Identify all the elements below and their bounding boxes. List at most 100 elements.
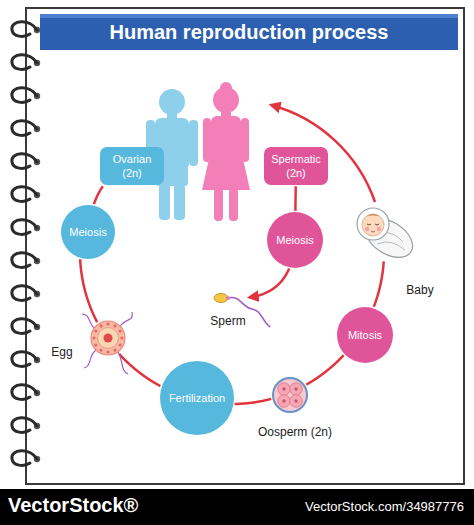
cycle-connector (374, 261, 384, 306)
baby-eye (375, 224, 379, 225)
ring-wire (12, 352, 37, 367)
ring-wire (12, 451, 37, 466)
sperm-illustration (212, 287, 248, 309)
spiral-ring (12, 418, 40, 433)
egg-dot (113, 324, 116, 327)
egg-dot (119, 329, 122, 332)
spiral-ring (12, 286, 40, 301)
circle-fill (61, 205, 115, 259)
egg-cytoplasm (98, 328, 119, 349)
spiral-ring (12, 55, 40, 70)
zygote-cell (278, 383, 290, 395)
ring-wire (12, 22, 37, 37)
meiosis-circle: Meiosis (267, 212, 323, 268)
egg-filament (82, 314, 94, 328)
spiral-ring (12, 22, 40, 37)
cell-nucleus (282, 399, 286, 403)
ring-wire (12, 418, 37, 433)
spiral-rings (12, 22, 40, 466)
egg-dot (92, 336, 95, 339)
egg-dot (99, 349, 102, 352)
sperm-cell: Sperm (212, 287, 248, 309)
egg-dot (99, 324, 102, 327)
egg-filament (120, 312, 132, 326)
ring-wire (12, 154, 37, 169)
blanket-fold (377, 242, 405, 250)
egg-filament (84, 350, 96, 368)
box-text: Spermatic (2n) (269, 152, 323, 180)
cycle-connector (235, 399, 272, 404)
spiral-ring (12, 220, 40, 235)
egg-dot (119, 343, 122, 346)
baby-figure: Baby (351, 204, 413, 260)
cycle-connector (249, 269, 289, 298)
circle-text: Meiosis (69, 226, 106, 238)
spiral-ring (12, 385, 40, 400)
cell-nucleus (282, 387, 286, 391)
notebook-page (26, 8, 464, 484)
spiral-ring (12, 319, 40, 334)
ring-wire (12, 88, 37, 103)
spiral-ring (12, 88, 40, 103)
spermatic-box: Spermatic (2n) (264, 147, 328, 185)
box-text: Ovarian (2n) (105, 152, 159, 180)
spiral-ring (12, 451, 40, 466)
cycle-connector (294, 186, 297, 211)
watermark-bar (0, 489, 474, 525)
ring-wire (12, 319, 37, 334)
baby-face (362, 214, 384, 236)
meiosis-circle: Meiosis (61, 205, 115, 259)
watermark-holder: VectorStock® (8, 494, 138, 517)
spiral-ring (12, 121, 40, 136)
zygote-membrane (273, 378, 307, 412)
title-text: Human reproduction process (110, 21, 389, 44)
baby-illustration (351, 204, 413, 260)
egg-dot (113, 349, 116, 352)
cycle-connector (119, 354, 160, 386)
egg-dot (106, 350, 109, 353)
ring-wire (12, 385, 37, 400)
egg-corona (91, 321, 125, 355)
circle-text: Fertilization (169, 392, 225, 404)
cycle-connector (80, 259, 97, 322)
figure-label: Baby (406, 283, 433, 297)
fertilization-circle: Fertilization (160, 361, 234, 435)
zygote-cell (290, 395, 302, 407)
title-holder: Human reproduction process (40, 14, 458, 50)
mitosis-circle: Mitosis (337, 307, 393, 363)
circle-fill (160, 361, 234, 435)
sperm-midpiece (226, 297, 230, 300)
spiral-ring (12, 187, 40, 202)
circle-text: Mitosis (348, 329, 382, 341)
ring-wire (12, 55, 37, 70)
egg-cell: Egg (90, 320, 126, 356)
circle-fill (337, 307, 393, 363)
baby-mouth (371, 231, 375, 232)
girl-silhouette (202, 82, 250, 221)
ovarian-box: Ovarian (2n) (100, 147, 164, 185)
baby-eye (367, 224, 371, 225)
ring-wire (12, 187, 37, 202)
cycle-connector (94, 186, 103, 204)
title-banner (40, 14, 458, 50)
figure-label: Sperm (210, 314, 245, 328)
title-banner-edge (40, 14, 458, 18)
ring-wire (12, 121, 37, 136)
zygote-cell (278, 395, 290, 407)
egg-filament (118, 352, 128, 374)
egg-dot (94, 329, 97, 332)
egg-nucleus (104, 334, 113, 343)
egg-dot (120, 336, 123, 339)
spiral-ring (12, 253, 40, 268)
baby-hair (367, 214, 379, 216)
zygote-cell (290, 383, 302, 395)
ring-wire (12, 253, 37, 268)
watermark-text: VectorStock® (8, 494, 138, 517)
spiral-ring (12, 154, 40, 169)
watermark-text: VectorStock.com/34987776 (305, 499, 464, 514)
watermark-holder: VectorStock.com/34987776 (305, 499, 464, 514)
